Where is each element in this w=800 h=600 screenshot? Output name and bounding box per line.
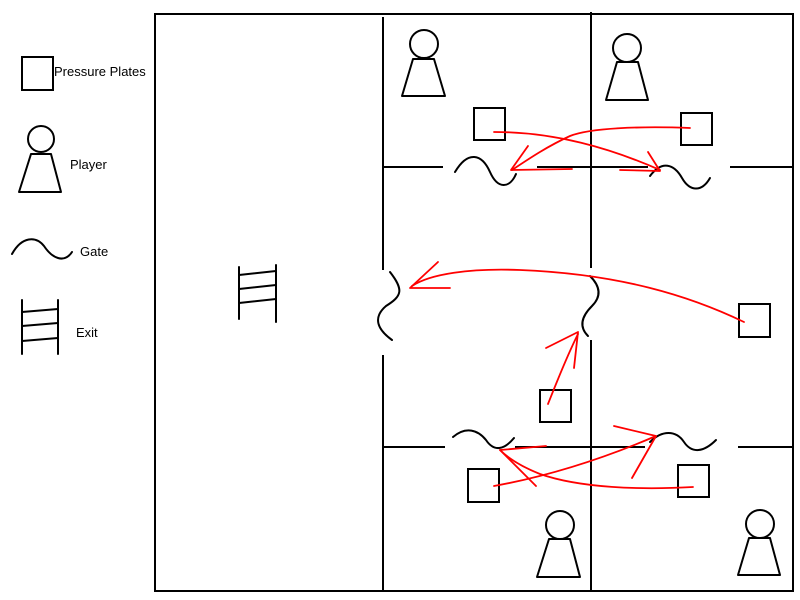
legend-label-gate: Gate (80, 244, 109, 259)
pressure-plate-icon (473, 107, 506, 141)
gate-icon (452, 429, 515, 449)
arrow (493, 425, 657, 487)
pressure-plate-icon (21, 56, 54, 91)
map-border (154, 13, 794, 592)
gate-icon (11, 238, 73, 260)
exit-ladder-icon (21, 299, 59, 355)
player-icon (401, 29, 446, 97)
gates (377, 156, 717, 451)
arrow (510, 126, 691, 171)
player-icon (536, 510, 581, 578)
legend-label-player: Player (70, 157, 107, 172)
gate-icon (377, 271, 401, 341)
connection-arrows (409, 126, 745, 490)
arrow (409, 261, 745, 323)
exit-ladder-icon (238, 264, 277, 323)
arrow (499, 445, 694, 490)
legend (11, 56, 73, 355)
gate-icon (649, 164, 711, 190)
players (401, 29, 781, 578)
legend-label-exit: Exit (76, 325, 98, 340)
gate-icon (454, 156, 517, 186)
arrow (493, 131, 661, 172)
pressure-plate-icon (677, 464, 710, 498)
player-icon (605, 33, 649, 101)
pressure-plate-icon (738, 303, 771, 338)
pressure-plate-icon (539, 389, 572, 423)
walls (382, 12, 793, 591)
player-icon (737, 509, 781, 576)
gate-icon (649, 432, 717, 451)
gate-icon (581, 275, 600, 337)
legend-label-pressure-plates: Pressure Plates (54, 64, 146, 79)
player-icon (18, 125, 62, 193)
pressure-plate-icon (680, 112, 713, 146)
arrow (545, 331, 579, 405)
